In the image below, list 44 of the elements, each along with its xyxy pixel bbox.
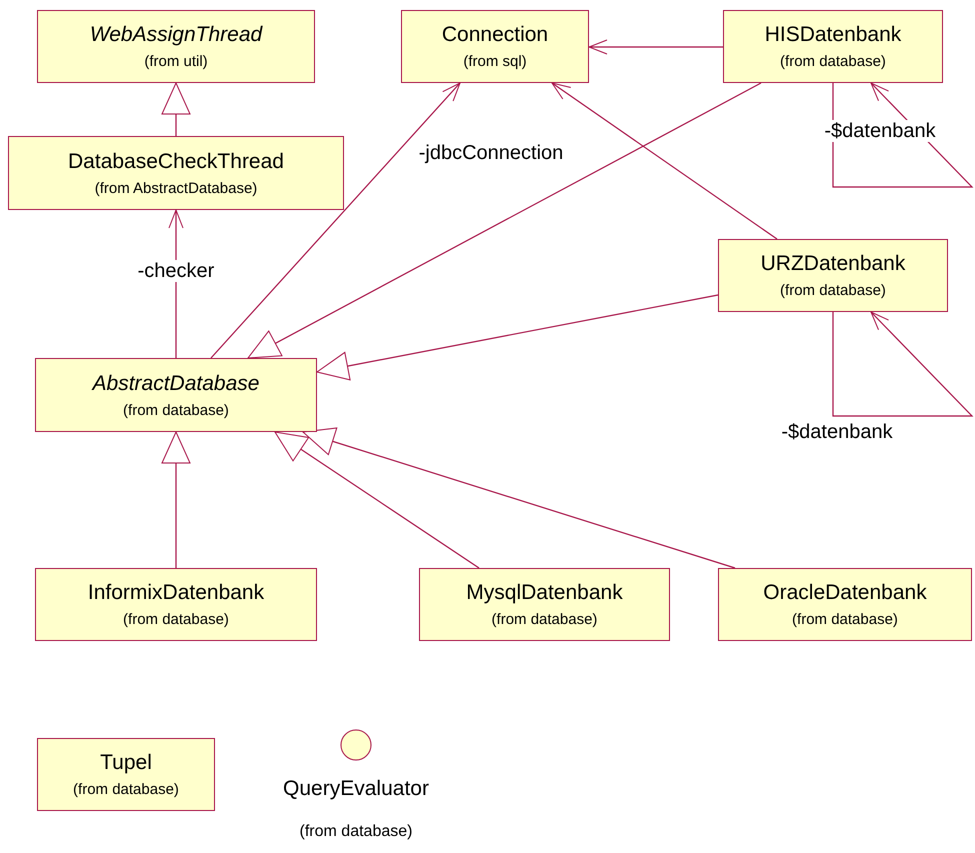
inheritance-arrow bbox=[274, 432, 480, 568]
class-name: OracleDatenbank bbox=[763, 581, 927, 605]
class-name: Connection bbox=[442, 23, 548, 47]
class-box bbox=[718, 568, 972, 641]
inheritance-arrow bbox=[302, 427, 736, 569]
class-box bbox=[35, 358, 317, 432]
class-box bbox=[419, 568, 670, 641]
package-label: (from database) bbox=[780, 53, 886, 70]
interface-name: QueryEvaluator bbox=[283, 777, 429, 801]
association-arrow bbox=[832, 312, 974, 417]
class-box bbox=[35, 568, 317, 641]
class-name: HISDatenbank bbox=[764, 23, 902, 47]
class-name: URZDatenbank bbox=[760, 252, 906, 276]
class-box bbox=[723, 10, 943, 83]
inheritance-arrow bbox=[316, 294, 718, 380]
association-arrow bbox=[552, 82, 778, 240]
class-box bbox=[718, 239, 948, 312]
class-name: MysqlDatenbank bbox=[466, 581, 623, 605]
package-label: (from database) bbox=[780, 282, 886, 299]
edge-label: -checker bbox=[136, 260, 216, 282]
package-label: (from database) bbox=[492, 611, 598, 628]
edge-label: -$datenbank bbox=[822, 120, 938, 142]
package-label: (from util) bbox=[144, 53, 208, 70]
class-box bbox=[8, 136, 344, 210]
package-label: (from database) bbox=[300, 823, 412, 841]
inheritance-arrow bbox=[162, 432, 190, 568]
package-label: (from database) bbox=[123, 402, 229, 418]
class-name: WebAssignThread bbox=[90, 23, 262, 47]
class-box bbox=[37, 10, 315, 83]
association-arrow bbox=[210, 82, 460, 358]
class-box bbox=[37, 738, 215, 811]
package-label: (from database) bbox=[123, 611, 229, 628]
inheritance-arrow bbox=[162, 82, 190, 136]
package-label: (from sql) bbox=[463, 53, 527, 70]
class-name: InformixDatenbank bbox=[88, 581, 264, 605]
package-label: (from AbstractDatabase) bbox=[94, 180, 258, 196]
inheritance-arrow bbox=[248, 82, 762, 359]
package-label: (from database) bbox=[792, 611, 898, 628]
association-arrow bbox=[588, 40, 723, 54]
class-name: DatabaseCheckThread bbox=[68, 150, 284, 174]
class-name: Tupel bbox=[100, 751, 152, 775]
class-name: AbstractDatabase bbox=[92, 372, 260, 396]
package-label: (from database) bbox=[73, 781, 179, 798]
class-box bbox=[401, 10, 589, 83]
